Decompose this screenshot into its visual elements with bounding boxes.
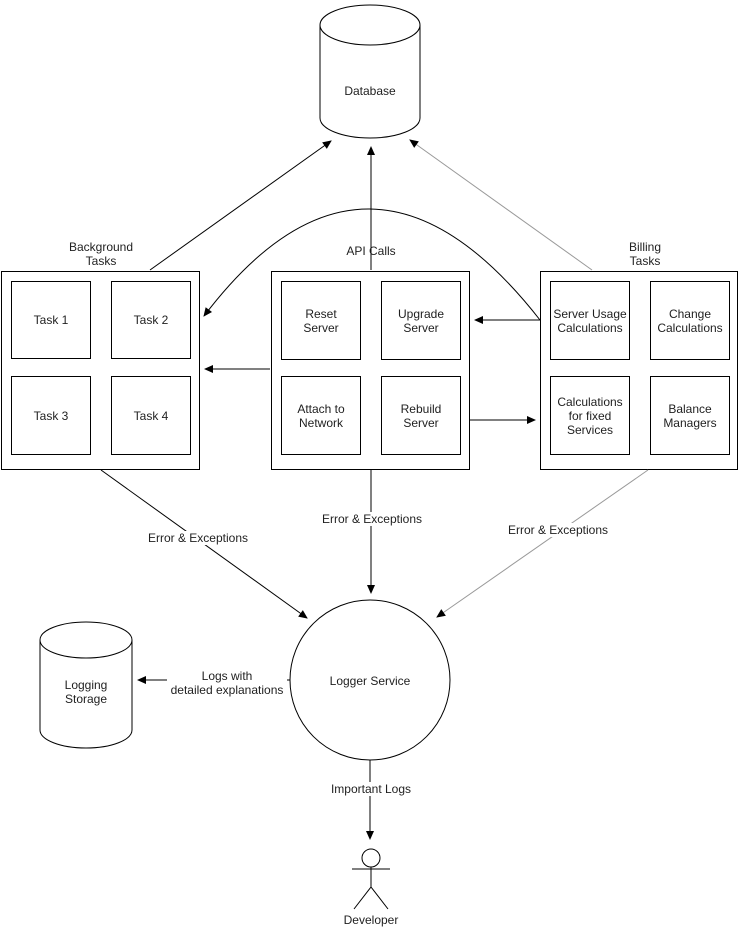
upgrade-server-box: Upgrade Server xyxy=(381,281,461,360)
billing-tasks-group-label: Billing Tasks xyxy=(628,240,661,268)
server-usage-calculations-box: Server Usage Calculations xyxy=(550,281,630,360)
edge-label-error-billing: Error & Exceptions xyxy=(502,523,614,537)
task-4-box: Task 4 xyxy=(111,376,191,455)
logger-service-label: Logger Service xyxy=(329,674,411,688)
developer-head xyxy=(361,848,381,868)
task-1-box: Task 1 xyxy=(11,281,91,359)
edge-billing-to-database xyxy=(409,139,593,271)
balance-managers-box: Balance Managers xyxy=(650,376,730,455)
edge-label-error-background: Error & Exceptions xyxy=(142,531,254,545)
edge-label-error-api: Error & Exceptions xyxy=(316,512,428,526)
change-calculations-box: Change Calculations xyxy=(650,281,730,360)
edge-label-important-logs: Important Logs xyxy=(315,782,427,796)
developer-figure xyxy=(352,848,390,910)
calculations-fixed-services-box: Calculations for fixed Services xyxy=(550,376,630,455)
developer-label: Developer xyxy=(343,913,399,927)
task-3-box: Task 3 xyxy=(11,376,91,455)
reset-server-box: Reset Server xyxy=(281,281,361,360)
task-2-box: Task 2 xyxy=(111,281,191,359)
database-cylinder xyxy=(319,4,421,139)
logging-storage-label: Logging Storage xyxy=(64,678,108,706)
background-tasks-group-label: Background Tasks xyxy=(68,240,134,268)
edge-label-logs-detailed: Logs with detailed explanations xyxy=(167,669,287,697)
logging-storage-cylinder xyxy=(39,621,133,749)
edge-billing-to-logger xyxy=(436,469,649,618)
database-label: Database xyxy=(344,84,396,98)
api-calls-group-label: API Calls xyxy=(346,244,396,258)
attach-to-network-box: Attach to Network xyxy=(281,376,361,455)
developer-body xyxy=(352,867,390,910)
edge-background-to-database xyxy=(149,140,332,271)
edge-billing-to-background-arc xyxy=(203,208,541,321)
rebuild-server-box: Rebuild Server xyxy=(381,376,461,455)
